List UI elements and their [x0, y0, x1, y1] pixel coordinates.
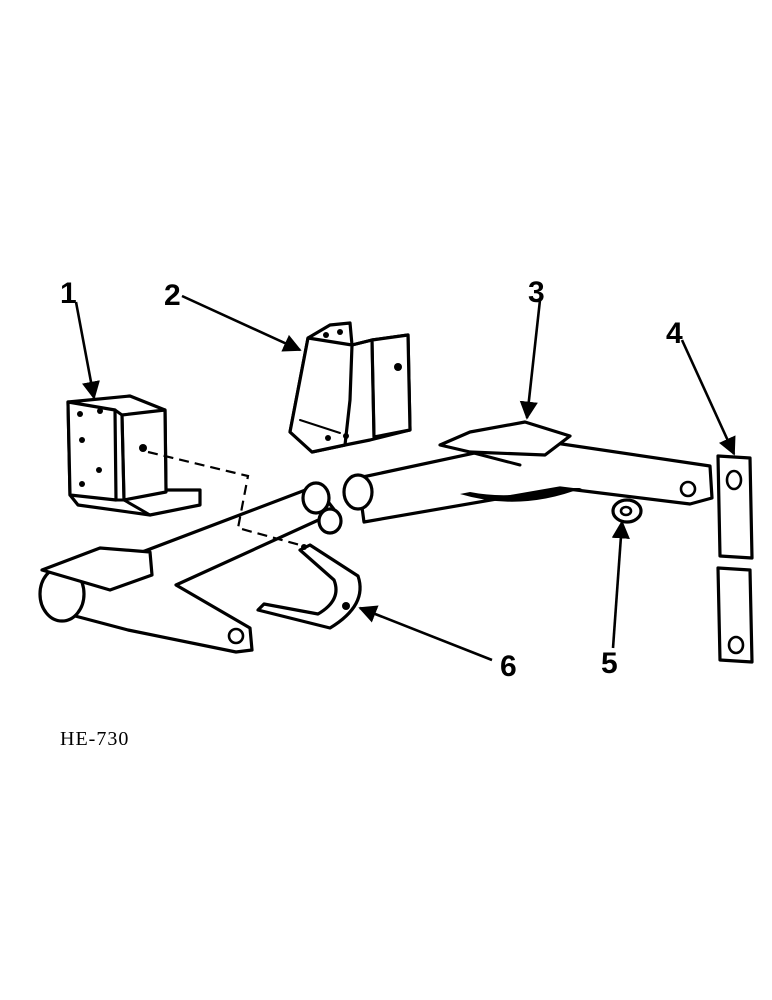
part-1-mounting-bracket	[66, 394, 202, 517]
callout-1: 1	[60, 277, 77, 310]
callout-4: 4	[666, 317, 683, 350]
callout-5: 5	[601, 647, 618, 680]
part-5-bushing	[611, 498, 643, 524]
assembly-dashed-line	[147, 450, 301, 547]
callout-3: 3	[528, 276, 545, 309]
part-3-right-arm	[342, 420, 714, 524]
part-6-u-strap	[256, 543, 362, 630]
part-4-link-plates	[716, 454, 754, 664]
callout-2: 2	[164, 279, 181, 312]
leader-arrows	[74, 294, 736, 662]
figure-code: HE-730	[60, 728, 129, 750]
left-arm	[38, 481, 343, 654]
callout-6: 6	[500, 650, 517, 683]
part-2-upper-bracket	[288, 321, 412, 454]
